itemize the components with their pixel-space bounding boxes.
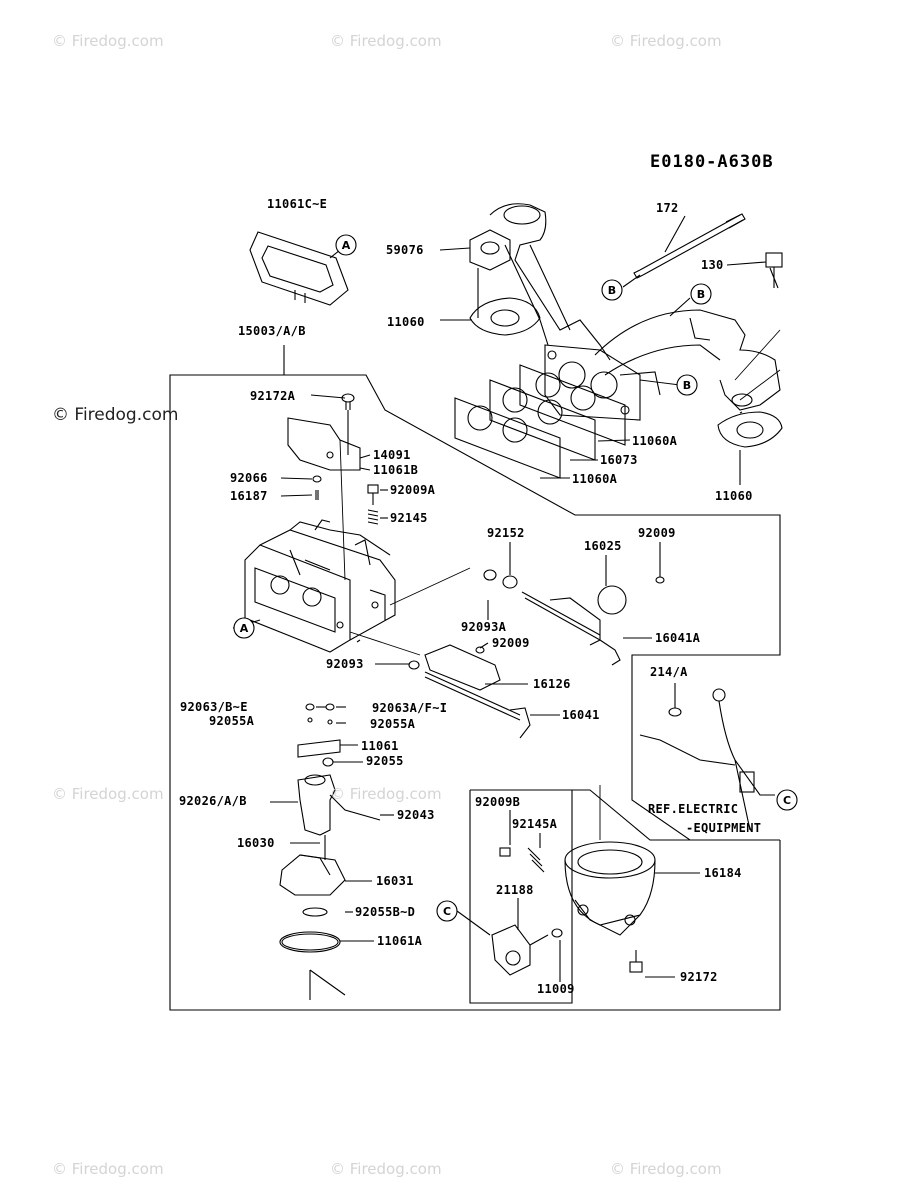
screw-92172a bbox=[341, 393, 355, 410]
part-label[interactable]: 16025 bbox=[584, 539, 622, 553]
part-label[interactable]: 92063/B~E bbox=[180, 700, 248, 714]
choke-shaft-assembly bbox=[483, 569, 665, 666]
part-label[interactable]: 11061B bbox=[373, 463, 419, 477]
stud-172 bbox=[633, 213, 746, 279]
part-label[interactable]: 14091 bbox=[373, 448, 411, 462]
throttle-assembly bbox=[408, 644, 531, 739]
part-label[interactable]: 11060 bbox=[715, 489, 753, 503]
part-label[interactable]: 92055B~D bbox=[355, 905, 416, 919]
part-label[interactable]: 16187 bbox=[230, 489, 268, 503]
carburetor-body bbox=[244, 519, 396, 653]
part-label[interactable]: 92009B bbox=[475, 795, 521, 809]
ref-note-line1: REF.ELECTRIC bbox=[648, 802, 739, 816]
part-label[interactable]: 11061 bbox=[361, 739, 399, 753]
gasket-11060-left bbox=[469, 297, 541, 336]
main-frame bbox=[169, 345, 781, 1011]
part-label[interactable]: 16031 bbox=[376, 874, 414, 888]
part-label[interactable]: 92172 bbox=[680, 970, 718, 984]
gasket-stack bbox=[454, 364, 626, 479]
part-label[interactable]: 92093 bbox=[326, 657, 364, 671]
part-label[interactable]: 214/A bbox=[650, 665, 688, 679]
watermark: © Firedog.com bbox=[610, 1160, 722, 1178]
jet-holder-92026 bbox=[297, 774, 381, 860]
float-16031 bbox=[279, 854, 346, 896]
intake-manifold bbox=[544, 309, 781, 421]
part-label[interactable]: 11061C~E bbox=[267, 197, 328, 211]
watermark: © Firedog.com bbox=[52, 32, 164, 50]
exhaust-elbow bbox=[469, 203, 611, 361]
part-label[interactable]: 92026/A/B bbox=[179, 794, 247, 808]
small-screws bbox=[312, 475, 379, 525]
part-label[interactable]: 11061A bbox=[377, 934, 423, 948]
part-label[interactable]: 92066 bbox=[230, 471, 268, 485]
callout-a-top: A bbox=[342, 239, 351, 252]
watermark: © Firedog.com bbox=[52, 405, 179, 425]
part-label[interactable]: 16041A bbox=[655, 631, 701, 645]
watermark: © Firedog.com bbox=[52, 785, 164, 803]
o-rings bbox=[279, 907, 346, 1000]
part-label[interactable]: 11060 bbox=[387, 315, 425, 329]
part-label[interactable]: 92172A bbox=[250, 389, 296, 403]
part-label[interactable]: 92152 bbox=[487, 526, 525, 540]
watermark: © Firedog.com bbox=[330, 32, 442, 50]
part-label[interactable]: 172 bbox=[656, 201, 679, 215]
part-label[interactable]: 92055A bbox=[209, 714, 255, 728]
part-label[interactable]: 15003/A/B bbox=[238, 324, 306, 338]
part-label[interactable]: 16030 bbox=[237, 836, 275, 850]
bowl-screws bbox=[499, 847, 643, 973]
part-label[interactable]: 92055 bbox=[366, 754, 404, 768]
bolt-130 bbox=[765, 252, 783, 289]
part-label[interactable]: 130 bbox=[701, 258, 724, 272]
watermark: © Firedog.com bbox=[330, 1160, 442, 1178]
gasket-11060-right bbox=[717, 411, 783, 448]
harness-214a bbox=[639, 688, 775, 831]
gasket-11061c-e bbox=[249, 231, 349, 306]
float-bowl-16184 bbox=[564, 841, 656, 936]
part-label[interactable]: 16073 bbox=[600, 453, 638, 467]
part-label[interactable]: 16184 bbox=[704, 866, 742, 880]
part-label[interactable]: 92009A bbox=[390, 483, 436, 497]
part-label[interactable]: 92093A bbox=[461, 620, 507, 634]
diagram-code: E0180-A630B bbox=[650, 152, 774, 172]
part-label[interactable]: 92063A/F~I bbox=[372, 701, 448, 715]
leader-lines bbox=[232, 215, 767, 982]
part-label[interactable]: 11060A bbox=[632, 434, 678, 448]
part-label[interactable]: 92009 bbox=[638, 526, 676, 540]
part-label[interactable]: 16041 bbox=[562, 708, 600, 722]
jets-and-needles bbox=[297, 703, 341, 767]
callout-letters: A B B B A C C bbox=[240, 239, 791, 918]
reference-lines bbox=[339, 329, 781, 840]
callout-a-bottom: A bbox=[240, 622, 249, 635]
watermark: © Firedog.com bbox=[52, 1160, 164, 1178]
watermark: © Firedog.com bbox=[610, 32, 722, 50]
callout-b-3: B bbox=[683, 379, 691, 392]
part-label[interactable]: 59076 bbox=[386, 243, 424, 257]
part-label[interactable]: 11009 bbox=[537, 982, 575, 996]
part-label[interactable]: 92145A bbox=[512, 817, 558, 831]
callout-c-2: C bbox=[443, 905, 451, 918]
part-label[interactable]: 92043 bbox=[397, 808, 435, 822]
ref-note-line2: -EQUIPMENT bbox=[686, 821, 762, 835]
part-label[interactable]: 11060A bbox=[572, 472, 618, 486]
solenoid-21188 bbox=[491, 924, 563, 976]
part-label[interactable]: 16126 bbox=[533, 677, 571, 691]
watermark: © Firedog.com bbox=[330, 785, 442, 803]
callout-circles bbox=[233, 234, 798, 922]
part-label[interactable]: 21188 bbox=[496, 883, 534, 897]
part-label[interactable]: 92055A bbox=[370, 717, 416, 731]
part-label[interactable]: 92009 bbox=[492, 636, 530, 650]
bracket-14091 bbox=[287, 410, 361, 471]
callout-c-1: C bbox=[783, 794, 791, 807]
part-label[interactable]: 92145 bbox=[390, 511, 428, 525]
callout-b-1: B bbox=[608, 284, 616, 297]
callout-b-2: B bbox=[697, 288, 705, 301]
